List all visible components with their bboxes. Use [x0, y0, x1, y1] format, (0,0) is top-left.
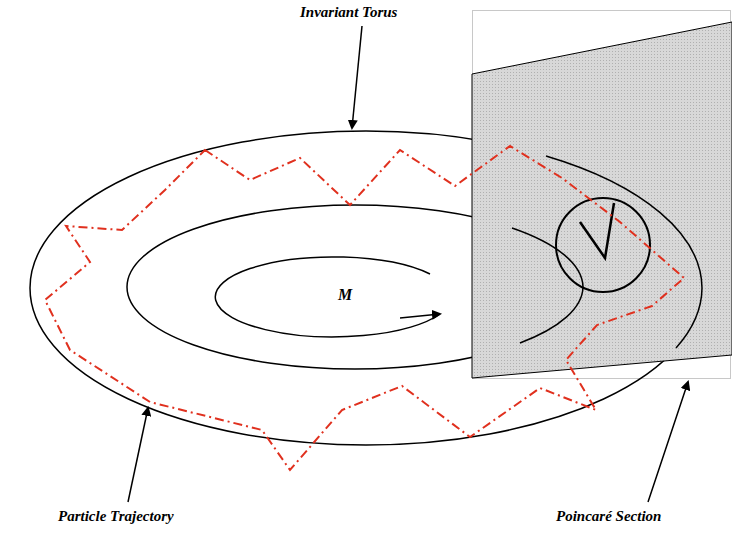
leader-arrow — [128, 408, 148, 502]
section-plane — [472, 22, 732, 378]
leader-arrow — [352, 26, 362, 128]
rotation-arrowhead — [400, 314, 440, 318]
section-label: Poincaré Section — [556, 508, 661, 525]
angle-mark — [580, 203, 614, 258]
torus-inner-front — [512, 228, 583, 343]
section-circle — [556, 198, 650, 292]
trajectory-label: Particle Trajectory — [58, 508, 174, 525]
torus-label: Invariant Torus — [300, 4, 397, 21]
axis-label: M — [338, 286, 352, 304]
rotation-arc — [215, 257, 440, 337]
leader-arrow — [648, 382, 688, 502]
particle-trajectory — [45, 146, 684, 470]
